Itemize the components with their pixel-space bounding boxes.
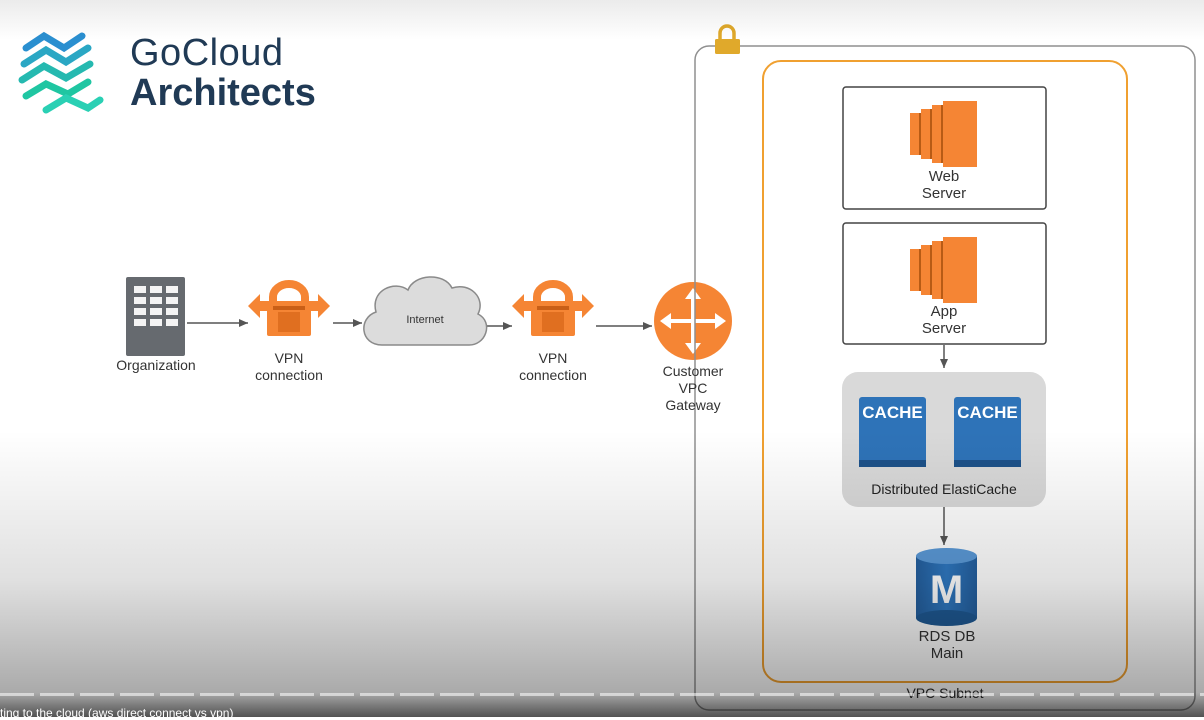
rds-database-icon — [916, 548, 977, 626]
cache-node-icon — [954, 397, 1021, 467]
brand-logo: GoCloud Architects — [130, 34, 316, 112]
web-label-line2: Server — [921, 185, 967, 202]
gateway-label-line2: VPC — [678, 380, 708, 396]
cache-node-label: CACHE — [957, 403, 1018, 422]
rds-label-line1: RDS DB — [918, 628, 976, 645]
vpn-label-line2: connection — [255, 367, 323, 383]
gateway-label: Customer VPC Gateway — [643, 363, 743, 414]
router-icon — [654, 282, 732, 360]
vpn-lock-icon — [512, 280, 594, 336]
vpn-lock-icon — [248, 280, 330, 336]
gocloud-logo-mark — [18, 31, 104, 114]
web-server-label: Web Server — [894, 168, 994, 202]
gateway-label-line1: Customer — [662, 363, 724, 379]
cache-node-icon — [859, 397, 926, 467]
building-icon — [126, 277, 185, 356]
vpn-label-line2: connection — [519, 367, 587, 383]
rds-label-line2: Main — [930, 645, 964, 662]
internet-cloud-icon — [363, 276, 488, 346]
web-label-line1: Web — [928, 168, 960, 185]
chapter-markers — [0, 693, 1204, 696]
chapter-title[interactable]: ting to the cloud (aws direct connect vs… — [0, 706, 234, 720]
vpn-label-line1: VPN — [538, 350, 568, 366]
video-progress-bar[interactable] — [0, 693, 1204, 717]
lock-icon — [715, 24, 740, 54]
cache-node-label: CACHE — [862, 403, 923, 422]
ec2-instance-icon — [910, 101, 977, 167]
elasticache-label: Distributed ElastiCache — [871, 481, 1017, 497]
gateway-label-line3: Gateway — [665, 397, 721, 413]
app-label-line1: App — [930, 303, 958, 320]
vpn-connection-label: VPN connection — [503, 350, 603, 384]
rds-label: RDS DB Main — [897, 628, 997, 662]
ec2-instance-icon — [910, 237, 977, 303]
vpn-label-line1: VPN — [274, 350, 304, 366]
rds-letter: M — [929, 568, 964, 612]
app-server-label: App Server — [894, 303, 994, 337]
organization-label: Organization — [116, 357, 196, 373]
app-label-line2: Server — [921, 320, 967, 337]
internet-label: Internet — [406, 314, 444, 326]
logo-line2: Architects — [130, 72, 316, 114]
vpc-subnet-boundary — [762, 60, 1128, 683]
logo-line1: GoCloud — [130, 32, 284, 74]
vpn-connection-label: VPN connection — [239, 350, 339, 384]
